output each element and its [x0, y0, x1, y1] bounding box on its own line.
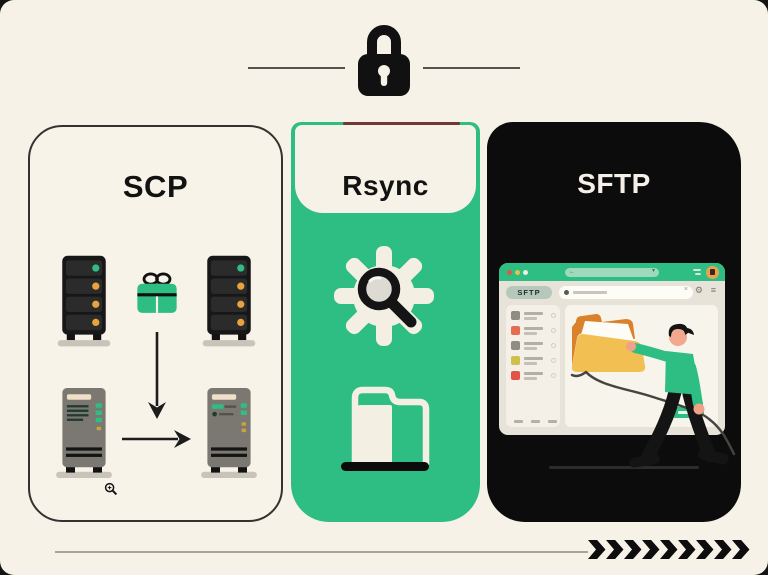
folder-sync-icon	[341, 386, 430, 471]
person-head	[669, 328, 687, 346]
person-illustration	[626, 323, 729, 468]
desktop-tower-icon	[201, 388, 257, 478]
search-dot-icon	[564, 290, 569, 295]
file-icon	[511, 311, 520, 320]
titlebar-text-stub	[693, 269, 701, 271]
minimize-dot-icon	[515, 269, 520, 275]
file-list-item	[510, 325, 557, 338]
person-leg	[640, 385, 682, 465]
file-icon	[511, 341, 520, 350]
item-radio-icon	[551, 373, 556, 378]
zoom-cursor-icon	[104, 482, 118, 496]
file-icon	[511, 326, 520, 335]
person-hand	[626, 341, 636, 352]
avatar	[706, 265, 719, 279]
settings-gear-icon: ⚙	[694, 285, 703, 295]
file-list-item	[510, 340, 557, 353]
header-divider-left	[248, 67, 345, 69]
action-button	[670, 407, 704, 418]
item-radio-icon	[551, 343, 556, 348]
file-list-sidebar	[506, 305, 560, 427]
sftp-illustration	[549, 314, 736, 469]
person-arm	[686, 362, 703, 409]
rsync-top-accent-line	[343, 122, 460, 125]
sidebar-footer-icons	[514, 420, 557, 423]
rsync-title: Rsync	[342, 170, 429, 201]
lock-icon	[358, 25, 410, 96]
rsync-header-card	[295, 125, 476, 213]
maximize-dot-icon	[523, 269, 528, 275]
gear-magnifier-icon	[334, 246, 434, 346]
header-divider-right	[423, 67, 520, 69]
server-rack-icon	[202, 255, 256, 347]
arrow-down-icon	[148, 332, 166, 419]
item-radio-icon	[551, 328, 556, 333]
avatar-lock-glyph	[710, 269, 715, 275]
person-shoe	[698, 448, 729, 465]
desktop-tower-icon	[56, 388, 112, 478]
file-list-item	[510, 355, 557, 368]
file-list-item	[510, 310, 557, 323]
person-arm	[630, 343, 676, 363]
person-hair	[686, 328, 694, 335]
scp-title: SCP	[122, 169, 189, 204]
app-label-pill: SFTP	[506, 286, 552, 299]
sftp-title: SFTP	[577, 168, 651, 199]
address-bar: ← ▾	[565, 267, 659, 277]
clear-icon: ×	[683, 286, 688, 293]
search-text-stub	[573, 291, 607, 294]
footer-line	[55, 551, 588, 553]
gift-icon	[137, 272, 177, 313]
item-radio-icon	[551, 313, 556, 318]
person-shoe	[629, 454, 660, 468]
chevron-arrows	[588, 540, 750, 559]
back-arrow-icon: ←	[569, 268, 575, 275]
close-dot-icon	[507, 269, 512, 275]
person-hand	[693, 403, 705, 415]
search-input: ×	[559, 286, 693, 299]
rsync-panel: Rsync	[291, 122, 480, 522]
person-hair	[668, 323, 688, 337]
titlebar-text-stub	[695, 273, 701, 275]
chevron-down-icon: ▾	[651, 267, 655, 274]
window-titlebar: ← ▾	[499, 263, 725, 281]
server-rack-icon	[57, 255, 111, 347]
floor-line	[549, 466, 699, 469]
menu-icon: ≡	[710, 285, 716, 295]
button-text-stub	[678, 411, 696, 414]
sftp-panel: SFTP ← ▾ SFTP × ⚙ ≡	[487, 122, 741, 522]
scp-panel: SCP	[28, 125, 283, 522]
arrow-right-icon	[122, 430, 191, 448]
item-radio-icon	[551, 358, 556, 363]
file-icon	[511, 371, 520, 380]
folder-front-icon	[571, 334, 646, 372]
file-list-item	[510, 370, 557, 383]
cable-line	[570, 370, 736, 456]
file-icon	[511, 356, 520, 365]
